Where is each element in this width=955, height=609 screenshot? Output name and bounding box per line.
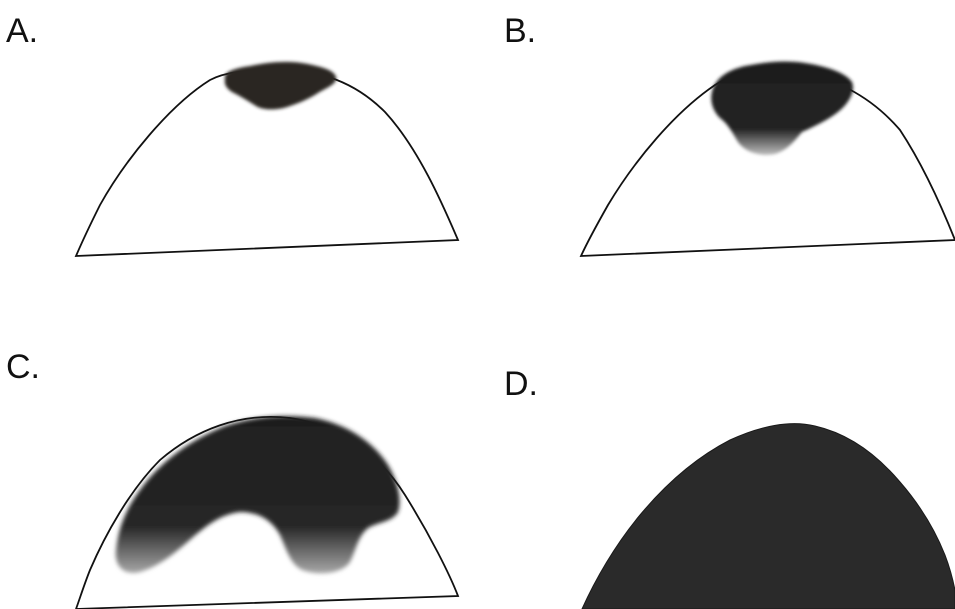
panel-a xyxy=(74,61,460,257)
panel-a-dark-region xyxy=(224,61,337,110)
panel-c-dark-region xyxy=(115,416,400,574)
panel-label-c: C. xyxy=(6,348,40,386)
panel-label-a: A. xyxy=(6,12,39,50)
panel-c-outline xyxy=(75,415,460,609)
panel-label-d: D. xyxy=(504,365,538,403)
panel-label-b: B. xyxy=(504,12,537,50)
panel-d-dark-region xyxy=(581,423,955,609)
panel-d xyxy=(581,423,955,609)
panel-c xyxy=(75,415,460,609)
panel-b-dark-region xyxy=(711,61,854,155)
panel-b xyxy=(579,61,955,257)
